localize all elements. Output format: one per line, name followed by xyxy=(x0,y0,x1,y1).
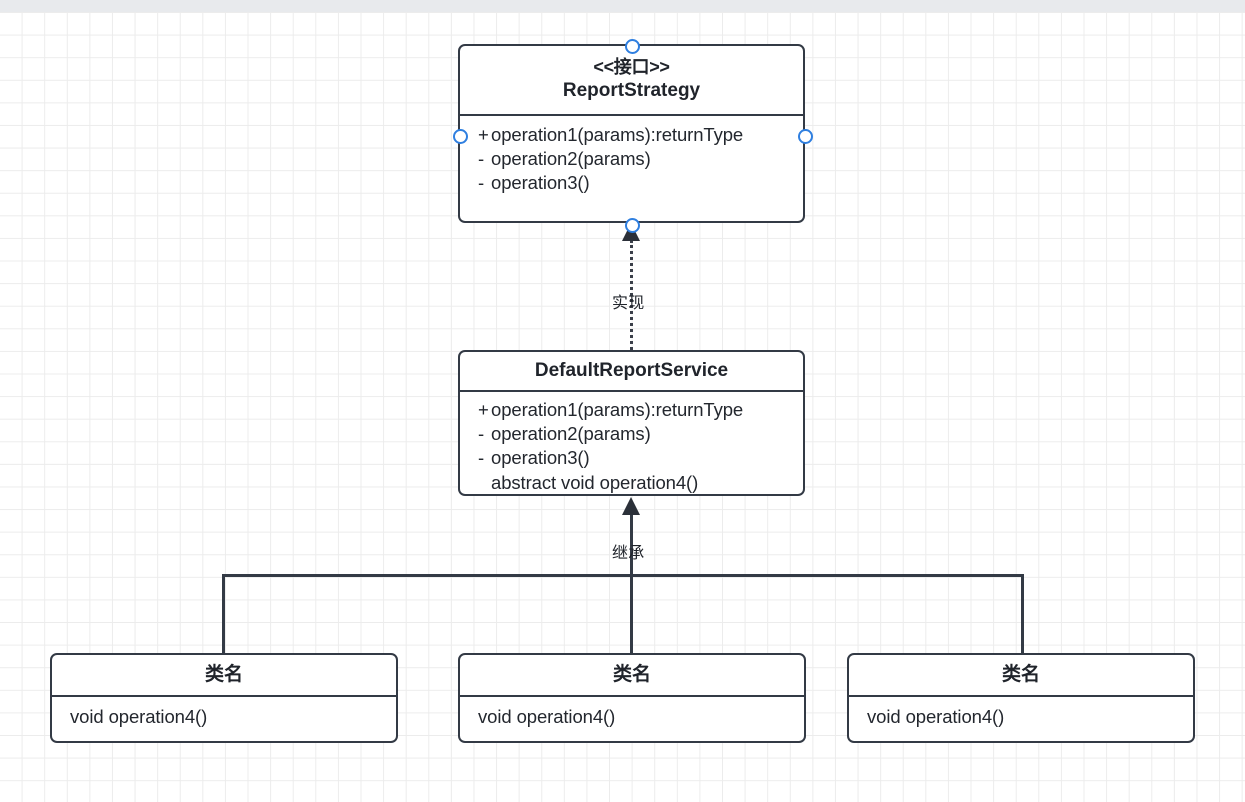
class-members-subclass-1: void operation4() xyxy=(52,697,396,729)
class-member: -operation2(params) xyxy=(478,147,787,171)
member-signature: void operation4() xyxy=(478,706,616,727)
generalization-connector-stem[interactable] xyxy=(630,514,633,576)
member-signature: operation3() xyxy=(491,172,590,194)
selection-handle-right[interactable] xyxy=(798,129,813,144)
class-box-subclass-1[interactable]: 类名 void operation4() xyxy=(50,653,398,743)
class-box-report-strategy[interactable]: <<接口>> ReportStrategy +operation1(params… xyxy=(458,44,805,223)
member-signature: operation2(params) xyxy=(491,148,651,170)
member-signature: void operation4() xyxy=(70,706,208,727)
class-members-subclass-2: void operation4() xyxy=(460,697,804,729)
member-signature: abstract void operation4() xyxy=(491,471,699,493)
member-signature: operation1(params):returnType xyxy=(491,124,744,145)
class-member: -operation3() xyxy=(478,171,787,195)
member-visibility: + xyxy=(478,124,489,145)
class-box-default-report-service[interactable]: DefaultReportService +operation1(params)… xyxy=(458,350,805,496)
member-signature: void operation4() xyxy=(867,706,1005,727)
generalization-arrowhead xyxy=(622,497,640,515)
selection-handle-bottom[interactable] xyxy=(625,218,640,233)
class-header-subclass-1: 类名 xyxy=(52,655,396,697)
class-header-report-strategy: <<接口>> ReportStrategy xyxy=(460,46,803,116)
class-member: void operation4() xyxy=(478,705,788,729)
class-header-subclass-2: 类名 xyxy=(460,655,804,697)
class-box-subclass-2[interactable]: 类名 void operation4() xyxy=(458,653,806,743)
member-visibility: + xyxy=(478,399,489,420)
member-signature: operation2(params) xyxy=(491,423,651,445)
member-signature: operation3() xyxy=(491,447,590,469)
generalization-drop-left[interactable] xyxy=(222,574,225,654)
class-member: +operation1(params):returnType xyxy=(478,123,787,147)
class-members-default-report-service: +operation1(params):returnType -operatio… xyxy=(460,392,803,494)
selection-handle-top[interactable] xyxy=(625,39,640,54)
member-visibility: - xyxy=(478,172,485,194)
class-member: -operation3() xyxy=(478,446,787,470)
member-visibility: - xyxy=(478,447,485,469)
member-visibility: - xyxy=(478,423,485,445)
top-toolbar-strip xyxy=(0,0,1245,12)
generalization-label: 继承 xyxy=(612,545,645,562)
class-header-default-report-service: DefaultReportService xyxy=(460,352,803,392)
class-name: ReportStrategy xyxy=(562,80,701,102)
generalization-drop-middle[interactable] xyxy=(630,574,633,654)
generalization-drop-right[interactable] xyxy=(1021,574,1024,654)
class-name: 类名 xyxy=(204,663,243,685)
class-members-report-strategy: +operation1(params):returnType -operatio… xyxy=(460,116,803,204)
class-name: 类名 xyxy=(1001,663,1040,685)
class-member: +operation1(params):returnType xyxy=(478,398,787,422)
generalization-bus-line[interactable] xyxy=(222,574,1024,577)
realization-connector-line[interactable] xyxy=(630,240,633,350)
realization-label: 实现 xyxy=(612,295,645,312)
class-header-subclass-3: 类名 xyxy=(849,655,1193,697)
class-member: void operation4() xyxy=(867,705,1177,729)
class-member: void operation4() xyxy=(70,705,380,729)
class-stereotype: <<接口>> xyxy=(593,57,670,78)
class-member: -operation2(params) xyxy=(478,422,787,446)
class-members-subclass-3: void operation4() xyxy=(849,697,1193,729)
class-name: 类名 xyxy=(612,663,651,685)
selection-handle-left[interactable] xyxy=(453,129,468,144)
member-signature: operation1(params):returnType xyxy=(491,399,744,420)
class-member: abstract void operation4() xyxy=(478,471,787,494)
class-name: DefaultReportService xyxy=(534,359,729,381)
member-visibility: - xyxy=(478,148,485,170)
class-box-subclass-3[interactable]: 类名 void operation4() xyxy=(847,653,1195,743)
